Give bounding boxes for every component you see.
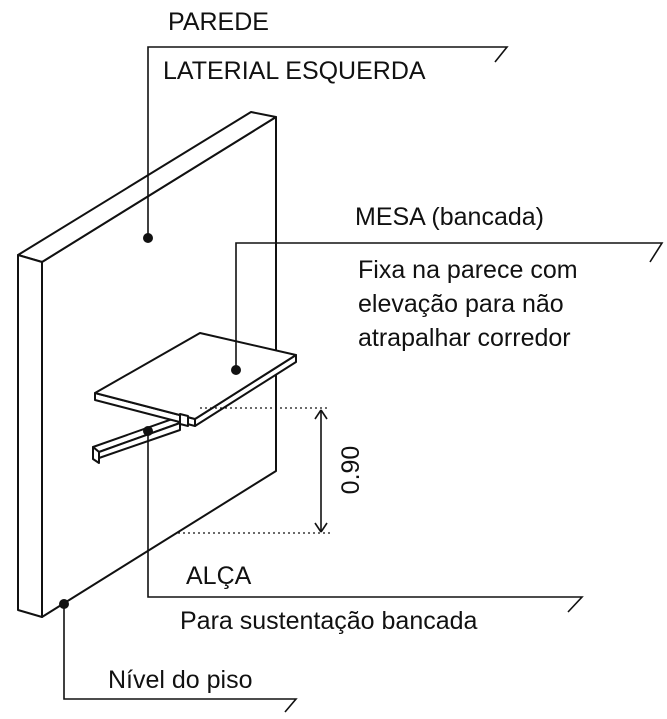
support-bracket (92, 416, 181, 464)
mesa-dot (231, 365, 241, 375)
table-leg (179, 413, 189, 427)
parede-leader (147, 46, 509, 238)
parede-dot (143, 233, 153, 243)
table-top-face (94, 332, 297, 420)
alca-title: ALÇA (186, 562, 252, 590)
mesa-description-line-3: atrapalhar corredor (358, 324, 571, 352)
leader-lines (63, 46, 664, 713)
alca-dot (143, 426, 153, 436)
alca-description: Para sustentação bancada (180, 607, 478, 635)
mesa-leader (235, 242, 664, 370)
leader-dots (59, 233, 241, 609)
floor-level-label: Nível do piso (108, 666, 253, 694)
floor-dot (59, 599, 69, 609)
dimension-line (314, 409, 328, 533)
parede-subtitle: LATERIAL ESQUERDA (163, 57, 426, 85)
alca-leader (147, 431, 584, 613)
mesa-title: MESA (bancada) (355, 203, 544, 231)
floor-leader (63, 604, 298, 713)
mesa-description-line-2: elevação para não (358, 290, 564, 318)
dimension-label: 0.90 (337, 446, 365, 495)
dimension-projection-lines (178, 407, 330, 534)
wall-edge-face (17, 254, 43, 618)
parede-title: PAREDE (168, 8, 269, 36)
mesa-description-line-1: Fixa na parece com (358, 256, 578, 284)
